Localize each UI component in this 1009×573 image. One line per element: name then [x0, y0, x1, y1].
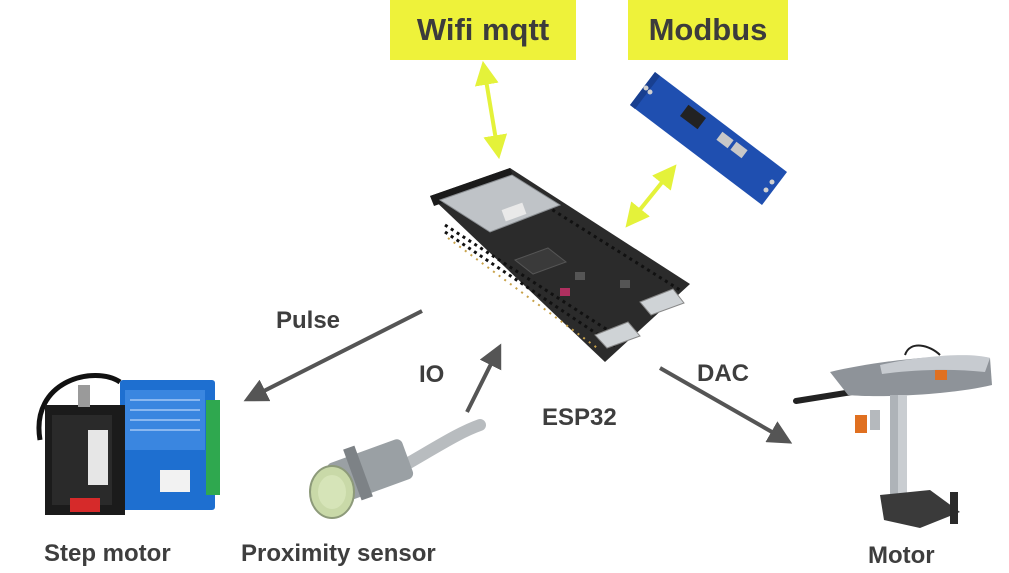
wifi-mqtt-tag: Wifi mqtt	[390, 0, 576, 60]
wifi-bidirectional-arrow	[474, 60, 508, 160]
stepper-motor-driver-icon	[36, 373, 220, 515]
rs485-module-icon	[630, 72, 787, 205]
step-motor-label: Step motor	[44, 540, 171, 567]
io-label: IO	[419, 361, 445, 388]
modbus-tag: Modbus	[628, 0, 788, 60]
esp32-label: ESP32	[542, 404, 617, 431]
pulse-arrow	[243, 309, 423, 402]
esp32-board-icon	[430, 168, 690, 362]
outboard-motor-icon	[793, 344, 992, 528]
io-arrow	[465, 343, 502, 413]
modbus-label: Modbus	[648, 12, 768, 47]
proximity-sensor-icon	[309, 419, 486, 519]
proximity-sensor-label: Proximity sensor	[241, 540, 436, 567]
wifi-mqtt-label: Wifi mqtt	[416, 12, 550, 47]
pulse-label: Pulse	[276, 307, 341, 334]
dac-arrow	[659, 366, 793, 444]
dac-label: DAC	[697, 360, 749, 387]
modbus-bidirectional-arrow	[625, 164, 677, 228]
motor-label: Motor	[868, 542, 935, 569]
